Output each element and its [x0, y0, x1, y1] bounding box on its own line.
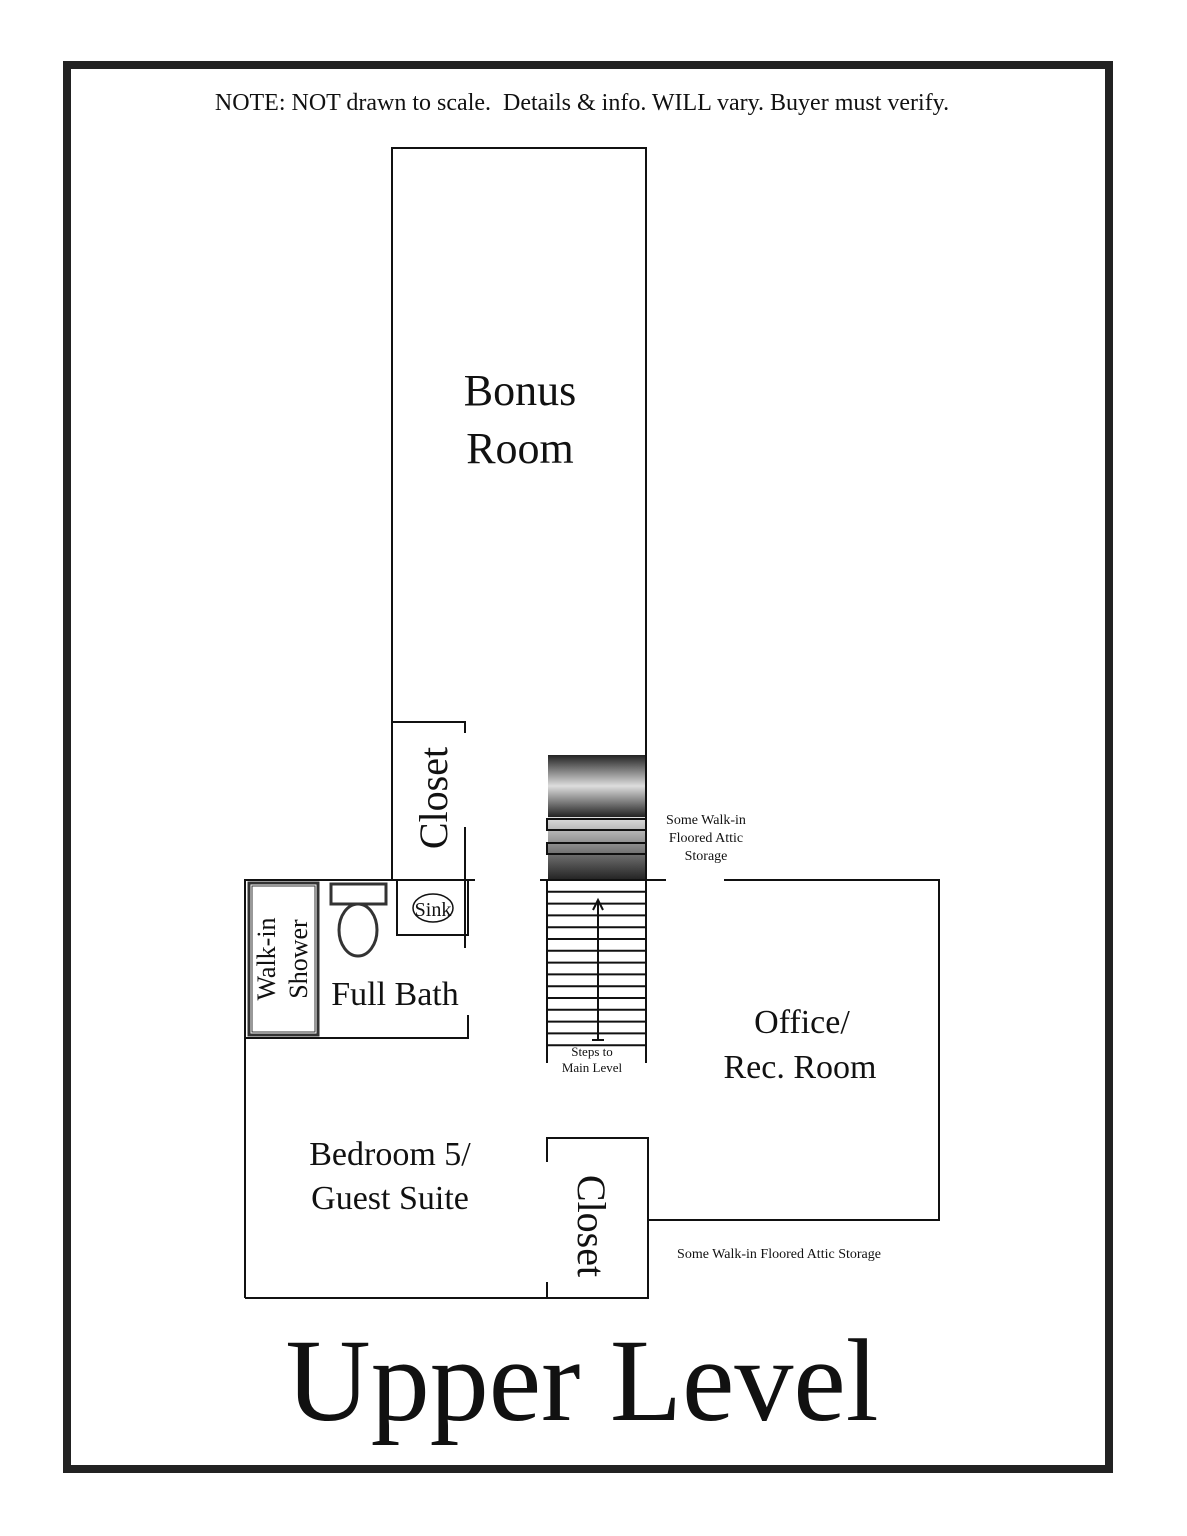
svg-text:Steps to: Steps to: [571, 1044, 613, 1059]
svg-text:Closet: Closet: [411, 747, 456, 849]
svg-text:Main Level: Main Level: [562, 1060, 623, 1075]
svg-text:Full Bath: Full Bath: [331, 976, 459, 1013]
svg-text:Rec. Room: Rec. Room: [724, 1049, 877, 1086]
attic-storage-upper-2: Floored Attic: [669, 831, 743, 846]
up-arrow-icon: [592, 897, 604, 1041]
attic-storage-upper: Some Walk-in: [666, 813, 746, 828]
level-title: Upper Level: [286, 1315, 879, 1446]
sink: [412, 893, 454, 923]
page-frame: [63, 61, 1113, 1473]
toilet-bowl: [337, 902, 379, 958]
attic-storage-lower: Some Walk-in Floored Attic Storage: [677, 1247, 881, 1262]
office-rec-room: Office/ Rec. Room: [648, 879, 940, 1221]
svg-text:Bedroom 5/: Bedroom 5/: [309, 1136, 471, 1173]
staircase: Steps to Main Level: [540, 755, 666, 1075]
closet-lower: Closet: [569, 1175, 614, 1277]
svg-text:Bonus: Bonus: [464, 366, 576, 415]
attic-storage-upper-3: Storage: [685, 849, 728, 864]
svg-text:Walk-in: Walk-in: [252, 917, 281, 1000]
bedroom-5: Bedroom 5/ Guest Suite Closet: [245, 1136, 649, 1299]
walk-in-shower: [247, 881, 320, 1037]
svg-text:Shower: Shower: [284, 919, 313, 999]
full-bath: Walk-in Shower Sink Full Bath: [244, 879, 475, 1298]
closet-upper: Closet: [392, 721, 466, 880]
disclaimer-note: NOTE: NOT drawn to scale. Details & info…: [215, 90, 949, 116]
svg-text:Office/: Office/: [754, 1004, 850, 1041]
bonus-room: Bonus Room: [391, 147, 647, 880]
svg-text:Room: Room: [466, 424, 574, 473]
toilet-tank: [329, 882, 388, 906]
svg-text:Sink: Sink: [415, 899, 452, 921]
svg-text:Guest Suite: Guest Suite: [311, 1180, 469, 1217]
